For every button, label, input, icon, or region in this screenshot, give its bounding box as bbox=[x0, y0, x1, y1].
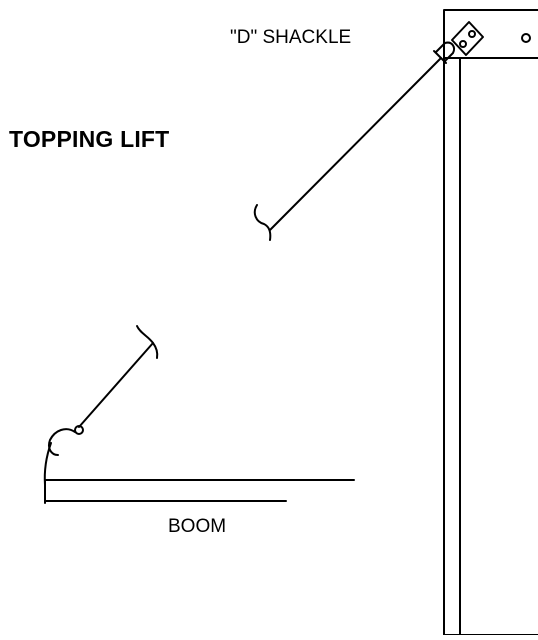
diagram-title: TOPPING LIFT bbox=[9, 126, 170, 152]
tang-plate bbox=[451, 21, 484, 56]
topping-lift-wire-lower bbox=[78, 342, 154, 428]
mast bbox=[443, 9, 538, 636]
d-shackle bbox=[433, 41, 455, 64]
masthead-tang bbox=[451, 21, 484, 56]
boom bbox=[44, 479, 355, 504]
tang-hole-upper bbox=[468, 30, 476, 38]
d-shackle-pin bbox=[433, 50, 447, 64]
boom-end-hook bbox=[48, 428, 76, 456]
topping-lift-wire-upper bbox=[269, 57, 442, 231]
mast-outline bbox=[443, 9, 538, 636]
topping-lift-lower bbox=[43, 325, 159, 486]
lower-wire-break-mark bbox=[136, 325, 159, 359]
tang-hole-lower bbox=[459, 40, 467, 48]
wire-thimble bbox=[74, 425, 84, 435]
upper-wire-break-mark bbox=[253, 204, 272, 241]
topping-lift-upper bbox=[253, 57, 442, 241]
masthead-sheave-pin bbox=[521, 33, 531, 43]
d-shackle-label: "D" SHACKLE bbox=[230, 27, 352, 48]
boom-label: BOOM bbox=[168, 516, 227, 537]
d-shackle-body bbox=[435, 41, 455, 63]
